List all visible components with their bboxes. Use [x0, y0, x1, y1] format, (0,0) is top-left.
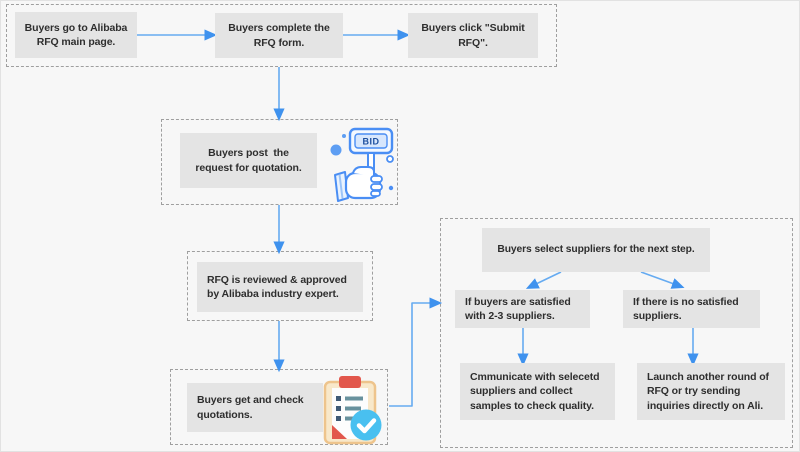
node-complete-rfq-form: Buyers complete the RFQ form.	[215, 13, 343, 58]
quotation-checklist-icon	[323, 376, 382, 445]
node-communicate-collect-samples: Cmmunicate with selecetd suppliers and c…	[460, 363, 615, 420]
group-submit-rfq-steps	[6, 4, 557, 67]
group-select-suppliers	[440, 218, 793, 448]
arrow-check-to-select	[389, 297, 443, 407]
node-get-check-quotations: Buyers get and check quotations.	[187, 383, 323, 432]
node-click-submit-rfq: Buyers click "Submit RFQ".	[408, 13, 538, 58]
node-satisfied-suppliers: If buyers are satisfied with 2-3 supplie…	[455, 290, 590, 328]
node-launch-another-round: Launch another round of RFQ or try sendi…	[637, 363, 785, 420]
bid-sign-label: BID	[363, 137, 380, 147]
node-no-satisfied-suppliers: If there is no satisfied suppliers.	[623, 290, 760, 328]
node-select-suppliers: Buyers select suppliers for the next ste…	[482, 228, 710, 272]
node-rfq-reviewed: RFQ is reviewed & approved by Alibaba in…	[197, 262, 363, 312]
bid-sign-icon: BID	[330, 127, 394, 202]
node-post-request: Buyers post the request for quotation.	[180, 133, 317, 188]
node-go-to-rfq-page: Buyers go to Alibaba RFQ main page.	[15, 12, 137, 58]
